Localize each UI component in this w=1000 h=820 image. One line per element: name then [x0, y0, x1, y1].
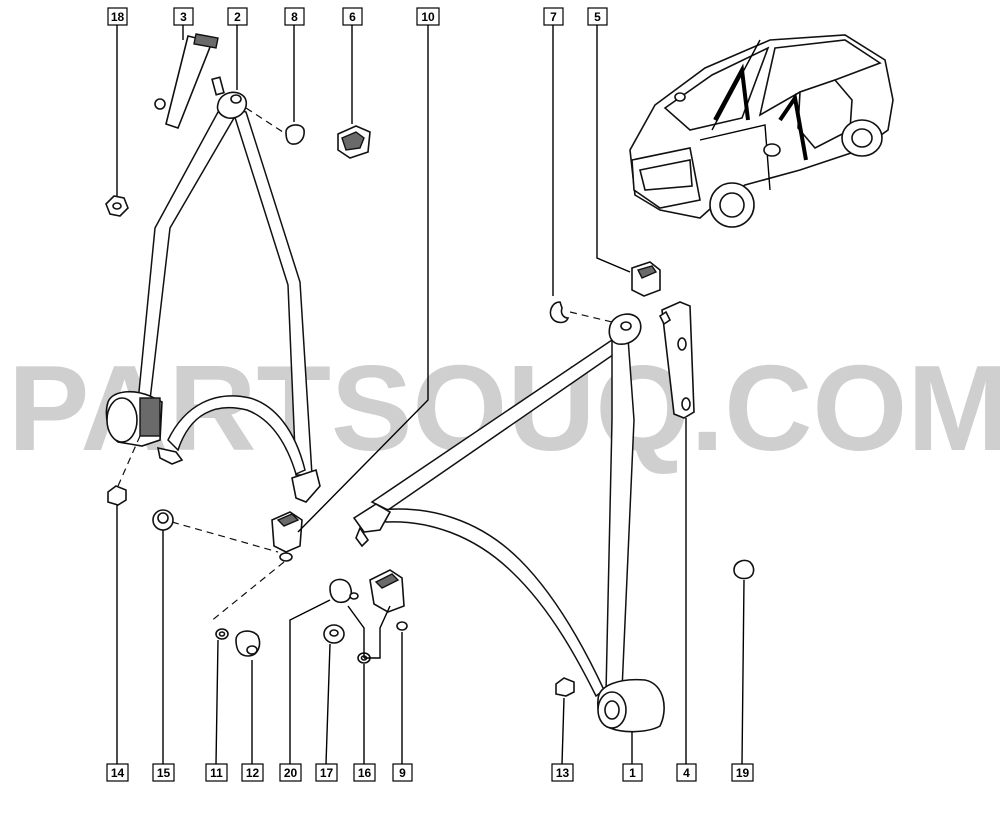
- svg-text:9: 9: [399, 766, 406, 780]
- bolt-part-14: [107, 435, 141, 506]
- spacer-part-20: [329, 578, 359, 604]
- svg-text:19: 19: [736, 766, 750, 780]
- svg-text:20: 20: [284, 766, 298, 780]
- svg-text:17: 17: [320, 766, 334, 780]
- leader-lines: [116, 25, 745, 765]
- callouts-bottom: 14 15 11 12 20 17 16 9 13 1 4 19: [106, 763, 754, 782]
- car-illustration: [629, 34, 894, 228]
- callout-5: 5: [587, 7, 608, 26]
- svg-text:18: 18: [111, 10, 125, 24]
- svg-text:6: 6: [349, 10, 356, 24]
- svg-text:2: 2: [234, 10, 241, 24]
- callout-6: 6: [342, 7, 363, 26]
- svg-text:8: 8: [291, 10, 298, 24]
- svg-text:10: 10: [421, 10, 435, 24]
- clip-part: [337, 125, 371, 159]
- callout-20: 20: [279, 763, 302, 782]
- right-belt-assembly: [352, 313, 665, 733]
- spacer-part-17: [323, 624, 345, 644]
- callout-8: 8: [284, 7, 305, 26]
- callout-7: 7: [543, 7, 564, 26]
- svg-text:16: 16: [358, 766, 372, 780]
- callout-1: 1: [622, 763, 643, 782]
- washer-part-16: [347, 605, 391, 664]
- callout-18: 18: [107, 7, 128, 26]
- svg-text:13: 13: [556, 766, 570, 780]
- svg-text:3: 3: [180, 10, 187, 24]
- ring-part-7: [549, 301, 613, 324]
- grommet-part-15: [152, 509, 279, 553]
- height-adjuster-rail-4: [658, 301, 695, 419]
- left-belt-assembly: [105, 76, 321, 503]
- callouts-top: 18 3 2 8 6 10 7 5: [107, 7, 608, 26]
- svg-text:14: 14: [111, 766, 125, 780]
- callout-10: 10: [416, 7, 440, 26]
- nut-part-18: [105, 195, 129, 217]
- callout-4: 4: [676, 763, 697, 782]
- washer-part-11: [215, 628, 229, 640]
- callout-19: 19: [731, 763, 754, 782]
- bolt-part-12: [235, 630, 261, 657]
- dashed-line-cap: [245, 107, 287, 135]
- callout-13: 13: [551, 763, 574, 782]
- callout-15: 15: [152, 763, 175, 782]
- callout-17: 17: [315, 763, 338, 782]
- cap-part: [285, 124, 305, 145]
- bolt-part-13: [555, 677, 575, 697]
- callout-12: 12: [241, 763, 264, 782]
- svg-text:12: 12: [246, 766, 260, 780]
- svg-text:5: 5: [594, 10, 601, 24]
- callout-16: 16: [353, 763, 376, 782]
- svg-text:1: 1: [629, 766, 636, 780]
- height-adjuster-rail: [154, 33, 219, 129]
- buckle-part-9: [369, 569, 408, 631]
- svg-text:4: 4: [683, 766, 690, 780]
- left-buckle: [209, 511, 303, 623]
- svg-text:11: 11: [210, 766, 223, 780]
- callout-3: 3: [173, 7, 194, 26]
- clip-part-5: [631, 261, 661, 297]
- callout-14: 14: [106, 763, 129, 782]
- svg-text:7: 7: [550, 10, 557, 24]
- svg-text:15: 15: [157, 766, 171, 780]
- callout-9: 9: [392, 763, 413, 782]
- callout-11: 11: [205, 763, 228, 782]
- grommet-part-19: [733, 559, 755, 580]
- callout-2: 2: [227, 7, 248, 26]
